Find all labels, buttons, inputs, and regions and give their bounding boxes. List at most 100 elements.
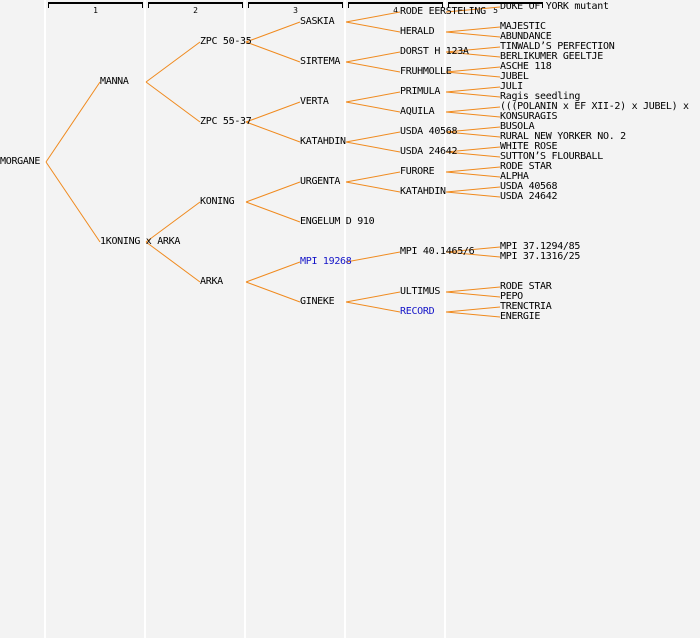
pedigree-edge [345, 21, 401, 33]
pedigree-edge [445, 26, 501, 33]
pedigree-node: BERLIKUMER GEELTJE [500, 51, 603, 62]
pedigree-edge [445, 91, 501, 98]
pedigree-node: MPI 37.1316/25 [500, 251, 581, 262]
generation-bracket: 4 [348, 2, 443, 15]
pedigree-node: DORST H 123A [400, 46, 469, 57]
pedigree-node: SASKIA [300, 16, 335, 27]
generation-bracket: 5 [448, 2, 543, 15]
pedigree-node: ARKA [200, 276, 223, 287]
pedigree-edge [445, 146, 501, 153]
pedigree-edge [345, 171, 401, 183]
pedigree-node: KONSURAGIS [500, 111, 558, 122]
pedigree-node: USDA 24642 [500, 191, 558, 202]
pedigree-edge [245, 281, 301, 303]
pedigree-node: ZPC 50-35 [200, 36, 252, 47]
pedigree-edge [445, 131, 501, 138]
pedigree-node: RODE EERSTELING [400, 6, 486, 17]
pedigree-node: ABUNDANCE [500, 31, 552, 42]
pedigree-edge [245, 41, 301, 63]
pedigree-node: USDA 40568 [400, 126, 458, 137]
pedigree-edge [445, 311, 501, 318]
pedigree-edge [245, 201, 301, 223]
pedigree-node: BUSOLA [500, 121, 535, 132]
column-separator [444, 0, 446, 638]
pedigree-node: PEPO [500, 291, 523, 302]
pedigree-node: (((POLANIN x EF XII-2) x JUBEL) x [500, 101, 689, 112]
generation-number: 3 [293, 6, 298, 15]
pedigree-node: WHITE ROSE [500, 141, 558, 152]
pedigree-node: RODE STAR [500, 161, 552, 172]
pedigree-node: RURAL NEW YORKER NO. 2 [500, 131, 626, 142]
pedigree-edge [345, 91, 401, 103]
pedigree-edge [445, 286, 501, 293]
column-separator [344, 0, 346, 638]
pedigree-edge [445, 126, 501, 133]
pedigree-edge [445, 246, 501, 253]
pedigree-edge [45, 161, 101, 243]
pedigree-edge [445, 31, 501, 38]
pedigree-node: SUTTON’S FLOURBALL [500, 151, 603, 162]
pedigree-edge [445, 251, 501, 258]
pedigree-node: URGENTA [300, 176, 341, 187]
pedigree-node: Ragis seedling [500, 91, 581, 102]
pedigree-edge [445, 66, 501, 73]
generation-bracket: 2 [148, 2, 243, 15]
pedigree-edge [445, 106, 501, 113]
pedigree-edge [345, 101, 401, 113]
pedigree-node: AQUILA [400, 106, 435, 117]
pedigree-node: MORGANE [0, 156, 41, 167]
pedigree-node: VERTA [300, 96, 329, 107]
pedigree-edge [445, 166, 501, 173]
pedigree-node-link[interactable]: RECORD [400, 306, 435, 317]
pedigree-node: ZPC 55-37 [200, 116, 252, 127]
pedigree-node: ALPHA [500, 171, 529, 182]
generation-number: 2 [193, 6, 198, 15]
pedigree-edge [445, 151, 501, 158]
pedigree-node: TRENCTRIA [500, 301, 552, 312]
pedigree-node: HERALD [400, 26, 435, 37]
pedigree-node: MPI 40.1465/6 [400, 246, 475, 257]
pedigree-edge [45, 81, 101, 163]
pedigree-edge [445, 111, 501, 118]
generation-number: 4 [393, 6, 398, 15]
pedigree-node: JULI [500, 81, 523, 92]
pedigree-edge [345, 141, 401, 153]
pedigree-edge [445, 86, 501, 93]
pedigree-edge [345, 291, 401, 303]
pedigree-node-link[interactable]: MPI 19268 [300, 256, 352, 267]
pedigree-edge [345, 61, 401, 73]
pedigree-edge [345, 131, 401, 143]
column-separator [244, 0, 246, 638]
pedigree-edge [245, 261, 301, 283]
pedigree-edge [245, 21, 301, 43]
pedigree-node: FURORE [400, 166, 435, 177]
pedigree-edge [445, 6, 501, 13]
pedigree-edge [445, 191, 501, 198]
pedigree-node: FRUHMOLLE [400, 66, 452, 77]
pedigree-node: MPI 37.1294/85 [500, 241, 581, 252]
pedigree-edge [145, 41, 201, 83]
pedigree-edge [445, 186, 501, 193]
pedigree-node: 1KONING x ARKA [100, 236, 181, 247]
pedigree-edge [245, 181, 301, 203]
pedigree-edge [445, 306, 501, 313]
pedigree-edge [145, 201, 201, 243]
column-separator [44, 0, 46, 638]
generation-number: 5 [493, 6, 498, 15]
pedigree-node: DUKE OF YORK mutant [500, 1, 609, 12]
pedigree-node: USDA 24642 [400, 146, 458, 157]
pedigree-node: PRIMULA [400, 86, 441, 97]
pedigree-edge [445, 51, 501, 58]
pedigree-edge [345, 181, 401, 193]
bottom-margin [0, 638, 700, 640]
pedigree-node: ENERGIE [500, 311, 541, 322]
pedigree-edge [145, 241, 201, 283]
generation-number: 1 [93, 6, 98, 15]
pedigree-edge [145, 81, 201, 123]
pedigree-node: ENGELUM D 910 [300, 216, 375, 227]
pedigree-edge [445, 46, 501, 53]
pedigree-edge [445, 291, 501, 298]
pedigree-edge [245, 101, 301, 123]
pedigree-node: GINEKE [300, 296, 335, 307]
